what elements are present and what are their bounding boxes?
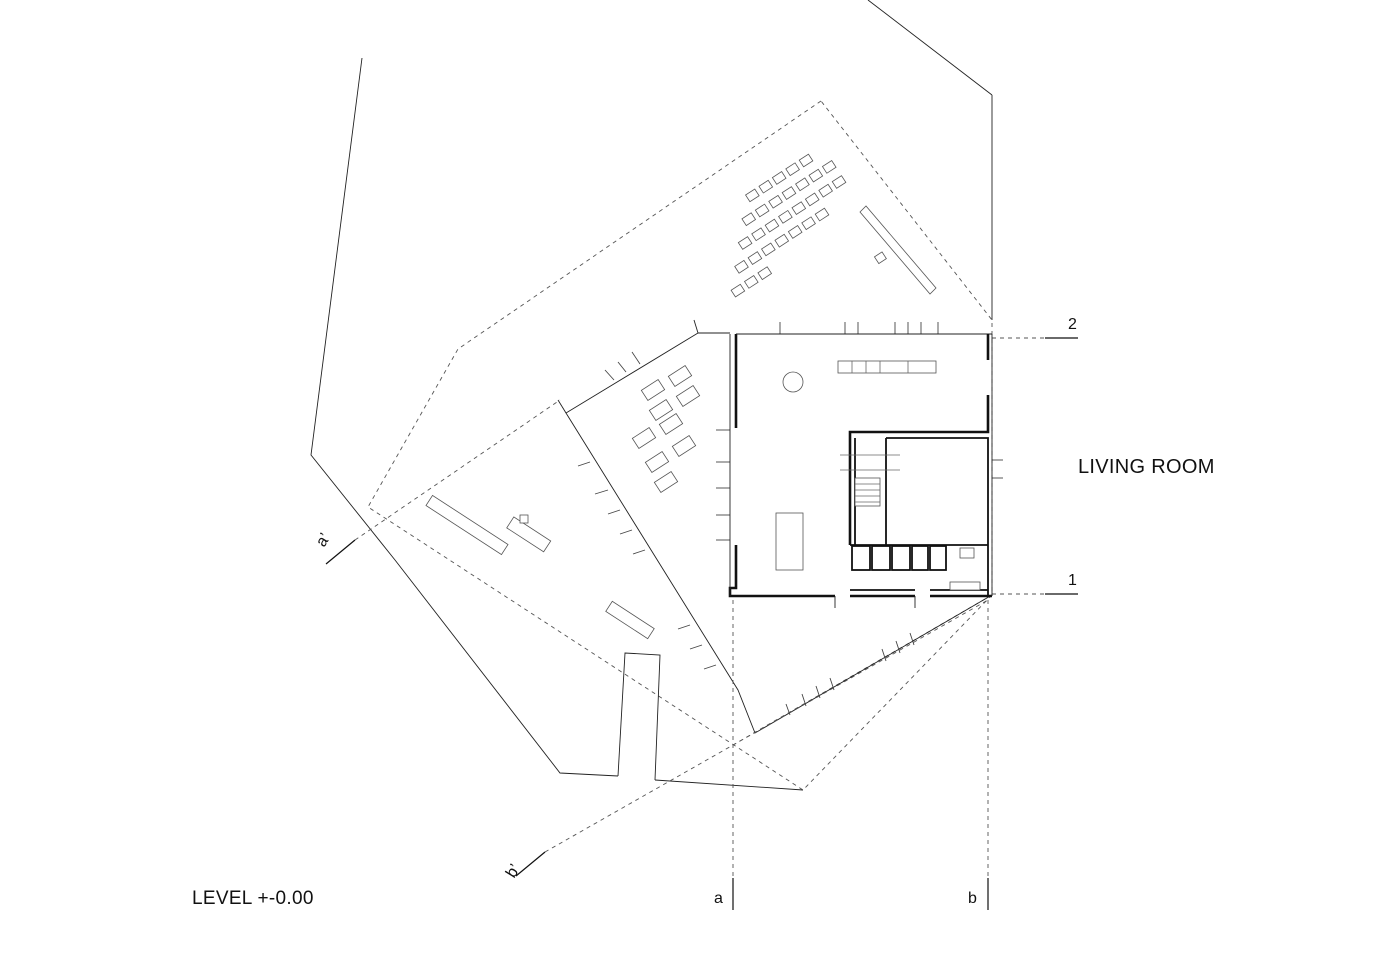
terrace-outline xyxy=(557,319,993,734)
upper-bench xyxy=(859,205,937,295)
west-terrace-benches xyxy=(425,494,655,640)
level-label: LEVEL +-0.00 xyxy=(192,888,314,909)
section-marker-b: b xyxy=(968,890,977,907)
stair xyxy=(840,454,900,507)
site-outline xyxy=(310,0,993,791)
interior-furniture xyxy=(775,360,937,571)
upper-terrace-tables xyxy=(730,153,847,298)
glazing-mullions xyxy=(577,322,1003,716)
section-marker-1: 1 xyxy=(1068,572,1077,589)
section-marker-a: a xyxy=(714,890,723,907)
west-terrace-tables xyxy=(631,364,701,494)
house-walls xyxy=(728,333,993,608)
section-cut-marks xyxy=(325,337,1078,910)
room-label-living-room: LIVING ROOM xyxy=(1078,456,1215,478)
section-marker-2: 2 xyxy=(1068,316,1077,333)
section-lines xyxy=(354,337,1045,880)
wc-cubicles xyxy=(851,545,981,591)
entrance-ramp xyxy=(617,652,661,781)
